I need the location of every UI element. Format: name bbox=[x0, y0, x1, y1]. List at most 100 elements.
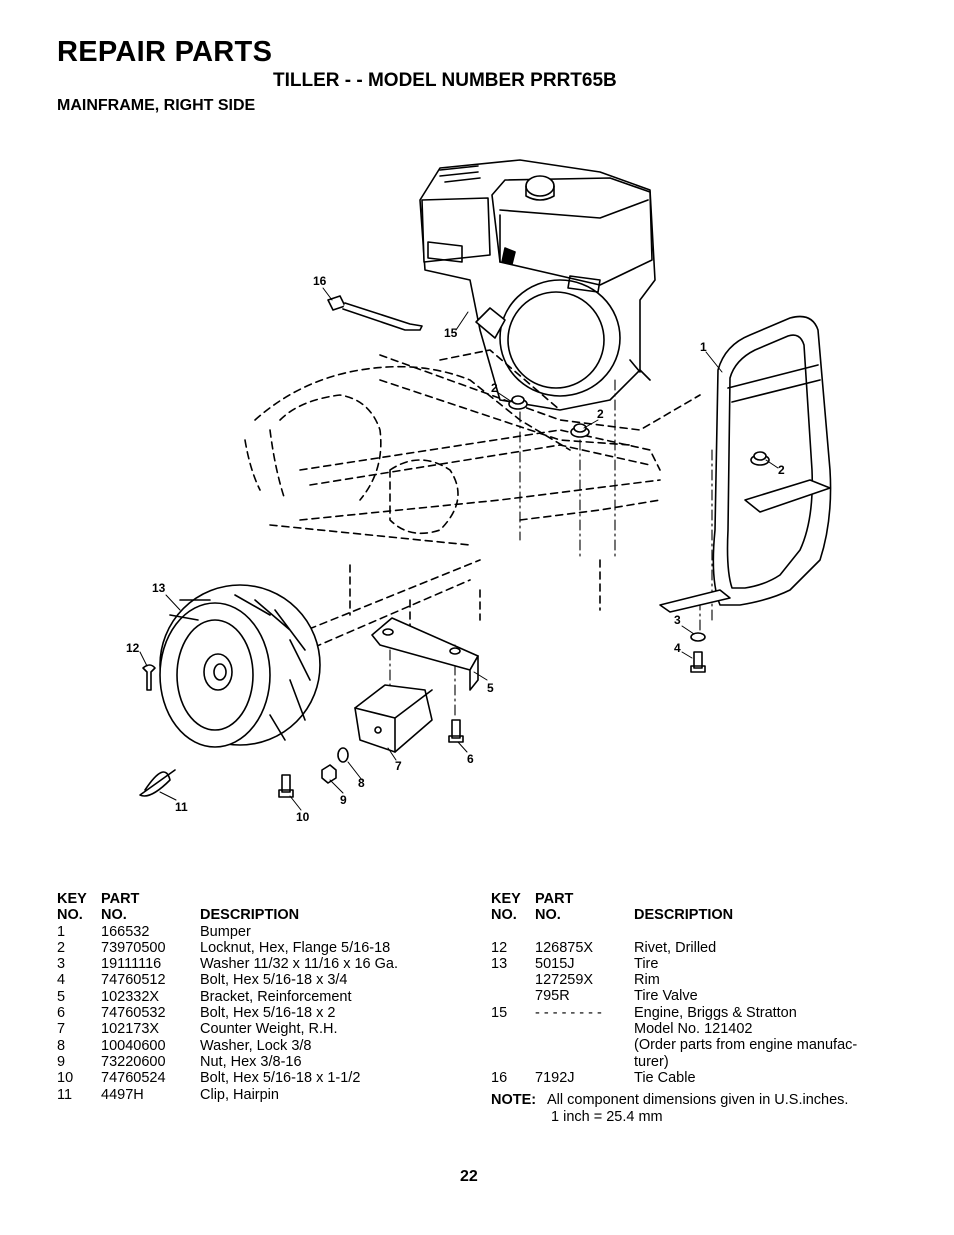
cell-key bbox=[491, 1021, 535, 1037]
callout-8: 8 bbox=[358, 776, 365, 790]
callout-13: 13 bbox=[152, 581, 166, 595]
cell-part: 102332X bbox=[101, 988, 160, 1005]
callout-16: 16 bbox=[313, 274, 327, 288]
callout-4: 4 bbox=[674, 641, 681, 655]
parts-table-left: KEY NO. PART NO. DESCRIPTION 1 166532 Bump… bbox=[57, 891, 477, 1103]
counterweight-drawing bbox=[354, 684, 433, 753]
table-row: (Order parts from engine manufac- bbox=[491, 1037, 911, 1053]
table-row: turer) bbox=[491, 1054, 911, 1070]
cell-desc: (Order parts from engine manufac- bbox=[634, 1037, 858, 1054]
callout-2: 2 bbox=[597, 407, 604, 421]
cell-key: 3 bbox=[57, 956, 66, 973]
tine-assembly-dashed bbox=[214, 349, 701, 691]
cell-desc: Washer, Lock 3/8 bbox=[200, 1037, 312, 1054]
cell-desc: Tire Valve bbox=[634, 988, 698, 1005]
callout-9: 9 bbox=[340, 793, 347, 807]
table-row: 1 166532 Bumper bbox=[57, 924, 477, 940]
page-number: 22 bbox=[460, 1168, 478, 1185]
table-header: KEY NO. PART NO. DESCRIPTION bbox=[491, 891, 911, 924]
cell-desc: turer) bbox=[634, 1053, 669, 1070]
callout-15: 15 bbox=[444, 326, 458, 340]
note-line-1: All component dimensions given in U.S.in… bbox=[547, 1092, 849, 1109]
cell-key bbox=[491, 972, 535, 988]
cell-key: 4 bbox=[57, 972, 66, 989]
table-row: Model No. 121402 bbox=[491, 1021, 911, 1037]
cell-key: 5 bbox=[57, 988, 66, 1005]
note-label: NOTE: bbox=[491, 1092, 537, 1109]
cell-desc: Locknut, Hex, Flange 5/16-18 bbox=[200, 939, 391, 956]
cell-key: 6 bbox=[57, 1005, 66, 1022]
col-description: DESCRIPTION bbox=[200, 907, 300, 924]
callout-6: 6 bbox=[467, 752, 474, 766]
model-subtitle: TILLER - - MODEL NUMBER PRRT65B bbox=[273, 70, 617, 91]
table-header: KEY NO. PART NO. DESCRIPTION bbox=[57, 891, 477, 924]
col-description: DESCRIPTION bbox=[634, 907, 734, 924]
callout-labels: 1 2 2 2 3 4 5 6 7 8 9 10 11 12 13 15 16 bbox=[126, 274, 785, 824]
table-row: 13 5015J Tire bbox=[491, 956, 911, 972]
table-row: 4 74760512 Bolt, Hex 5/16-18 x 3/4 bbox=[57, 972, 477, 988]
table-row: 6 74760532 Bolt, Hex 5/16-18 x 2 bbox=[57, 1005, 477, 1021]
cell-part: 74760532 bbox=[101, 1005, 166, 1022]
col-part-no: PART NO. bbox=[101, 891, 140, 924]
note-line-2: 1 inch = 25.4 mm bbox=[551, 1108, 663, 1125]
cell-desc: Bolt, Hex 5/16-18 x 3/4 bbox=[200, 972, 348, 989]
cell-part: 74760512 bbox=[101, 972, 166, 989]
bracket-drawing bbox=[371, 617, 479, 691]
cell-desc: Rim bbox=[634, 972, 660, 989]
cell-key: 11 bbox=[57, 1086, 73, 1103]
cell-part bbox=[535, 1021, 634, 1037]
col-part-no: PART NO. bbox=[535, 891, 574, 924]
cell-part: 10040600 bbox=[101, 1037, 166, 1054]
cell-desc: Bumper bbox=[200, 923, 251, 940]
cell-key: 10 bbox=[57, 1070, 74, 1087]
callout-5: 5 bbox=[487, 681, 494, 695]
cell-part: 73970500 bbox=[101, 939, 166, 956]
cell-desc: Bolt, Hex 5/16-18 x 2 bbox=[200, 1005, 336, 1022]
cell-key: 13 bbox=[491, 955, 508, 972]
cell-key bbox=[491, 1054, 535, 1070]
callout-2: 2 bbox=[778, 463, 785, 477]
table-row: 127259X Rim bbox=[491, 972, 911, 988]
locknuts-drawing bbox=[508, 395, 770, 466]
assembly-lines bbox=[389, 379, 713, 716]
cell-key: 9 bbox=[57, 1053, 66, 1070]
cell-desc: Clip, Hairpin bbox=[200, 1086, 279, 1103]
col-key-no: KEY NO. bbox=[491, 891, 521, 924]
dimension-note: NOTE: All component dimensions given in … bbox=[491, 1092, 911, 1125]
cell-part: 102173X bbox=[101, 1021, 160, 1038]
exploded-parts-diagram: 1 2 2 2 3 4 5 6 7 8 9 10 11 12 13 15 16 bbox=[0, 130, 954, 840]
cell-key bbox=[491, 1037, 535, 1053]
col-key-no: KEY NO. bbox=[57, 891, 87, 924]
cell-part: 127259X bbox=[535, 972, 594, 989]
cell-desc: Engine, Briggs & Stratton bbox=[634, 1004, 797, 1021]
cell-part bbox=[535, 1054, 634, 1070]
cell-part: - - - - - - - - bbox=[535, 1004, 602, 1021]
callout-11: 11 bbox=[175, 800, 188, 814]
cell-desc: Bolt, Hex 5/16-18 x 1-1/2 bbox=[200, 1070, 361, 1087]
callout-2: 2 bbox=[491, 381, 498, 395]
table-row: 8 10040600 Washer, Lock 3/8 bbox=[57, 1038, 477, 1054]
cell-part: 7192J bbox=[535, 1069, 575, 1086]
cell-desc: Nut, Hex 3/8-16 bbox=[200, 1053, 302, 1070]
cell-key: 15 bbox=[491, 1004, 508, 1021]
cell-part: 166532 bbox=[101, 923, 150, 940]
cell-desc: Tire bbox=[634, 955, 659, 972]
section-title: MAINFRAME, RIGHT SIDE bbox=[57, 97, 256, 114]
cell-desc: Rivet, Drilled bbox=[634, 939, 717, 956]
callout-10: 10 bbox=[296, 810, 310, 824]
cell-desc: Tie Cable bbox=[634, 1069, 696, 1086]
cell-desc: Counter Weight, R.H. bbox=[200, 1021, 338, 1038]
cell-key: 8 bbox=[57, 1037, 66, 1054]
cell-desc: Model No. 121402 bbox=[634, 1021, 753, 1038]
page-title: REPAIR PARTS bbox=[57, 36, 273, 68]
wheel-drawing bbox=[159, 584, 321, 748]
callout-1: 1 bbox=[700, 340, 707, 354]
cell-key: 1 bbox=[57, 923, 66, 940]
cell-part bbox=[535, 1037, 634, 1053]
cell-part: 5015J bbox=[535, 955, 575, 972]
cell-key: 12 bbox=[491, 939, 508, 956]
